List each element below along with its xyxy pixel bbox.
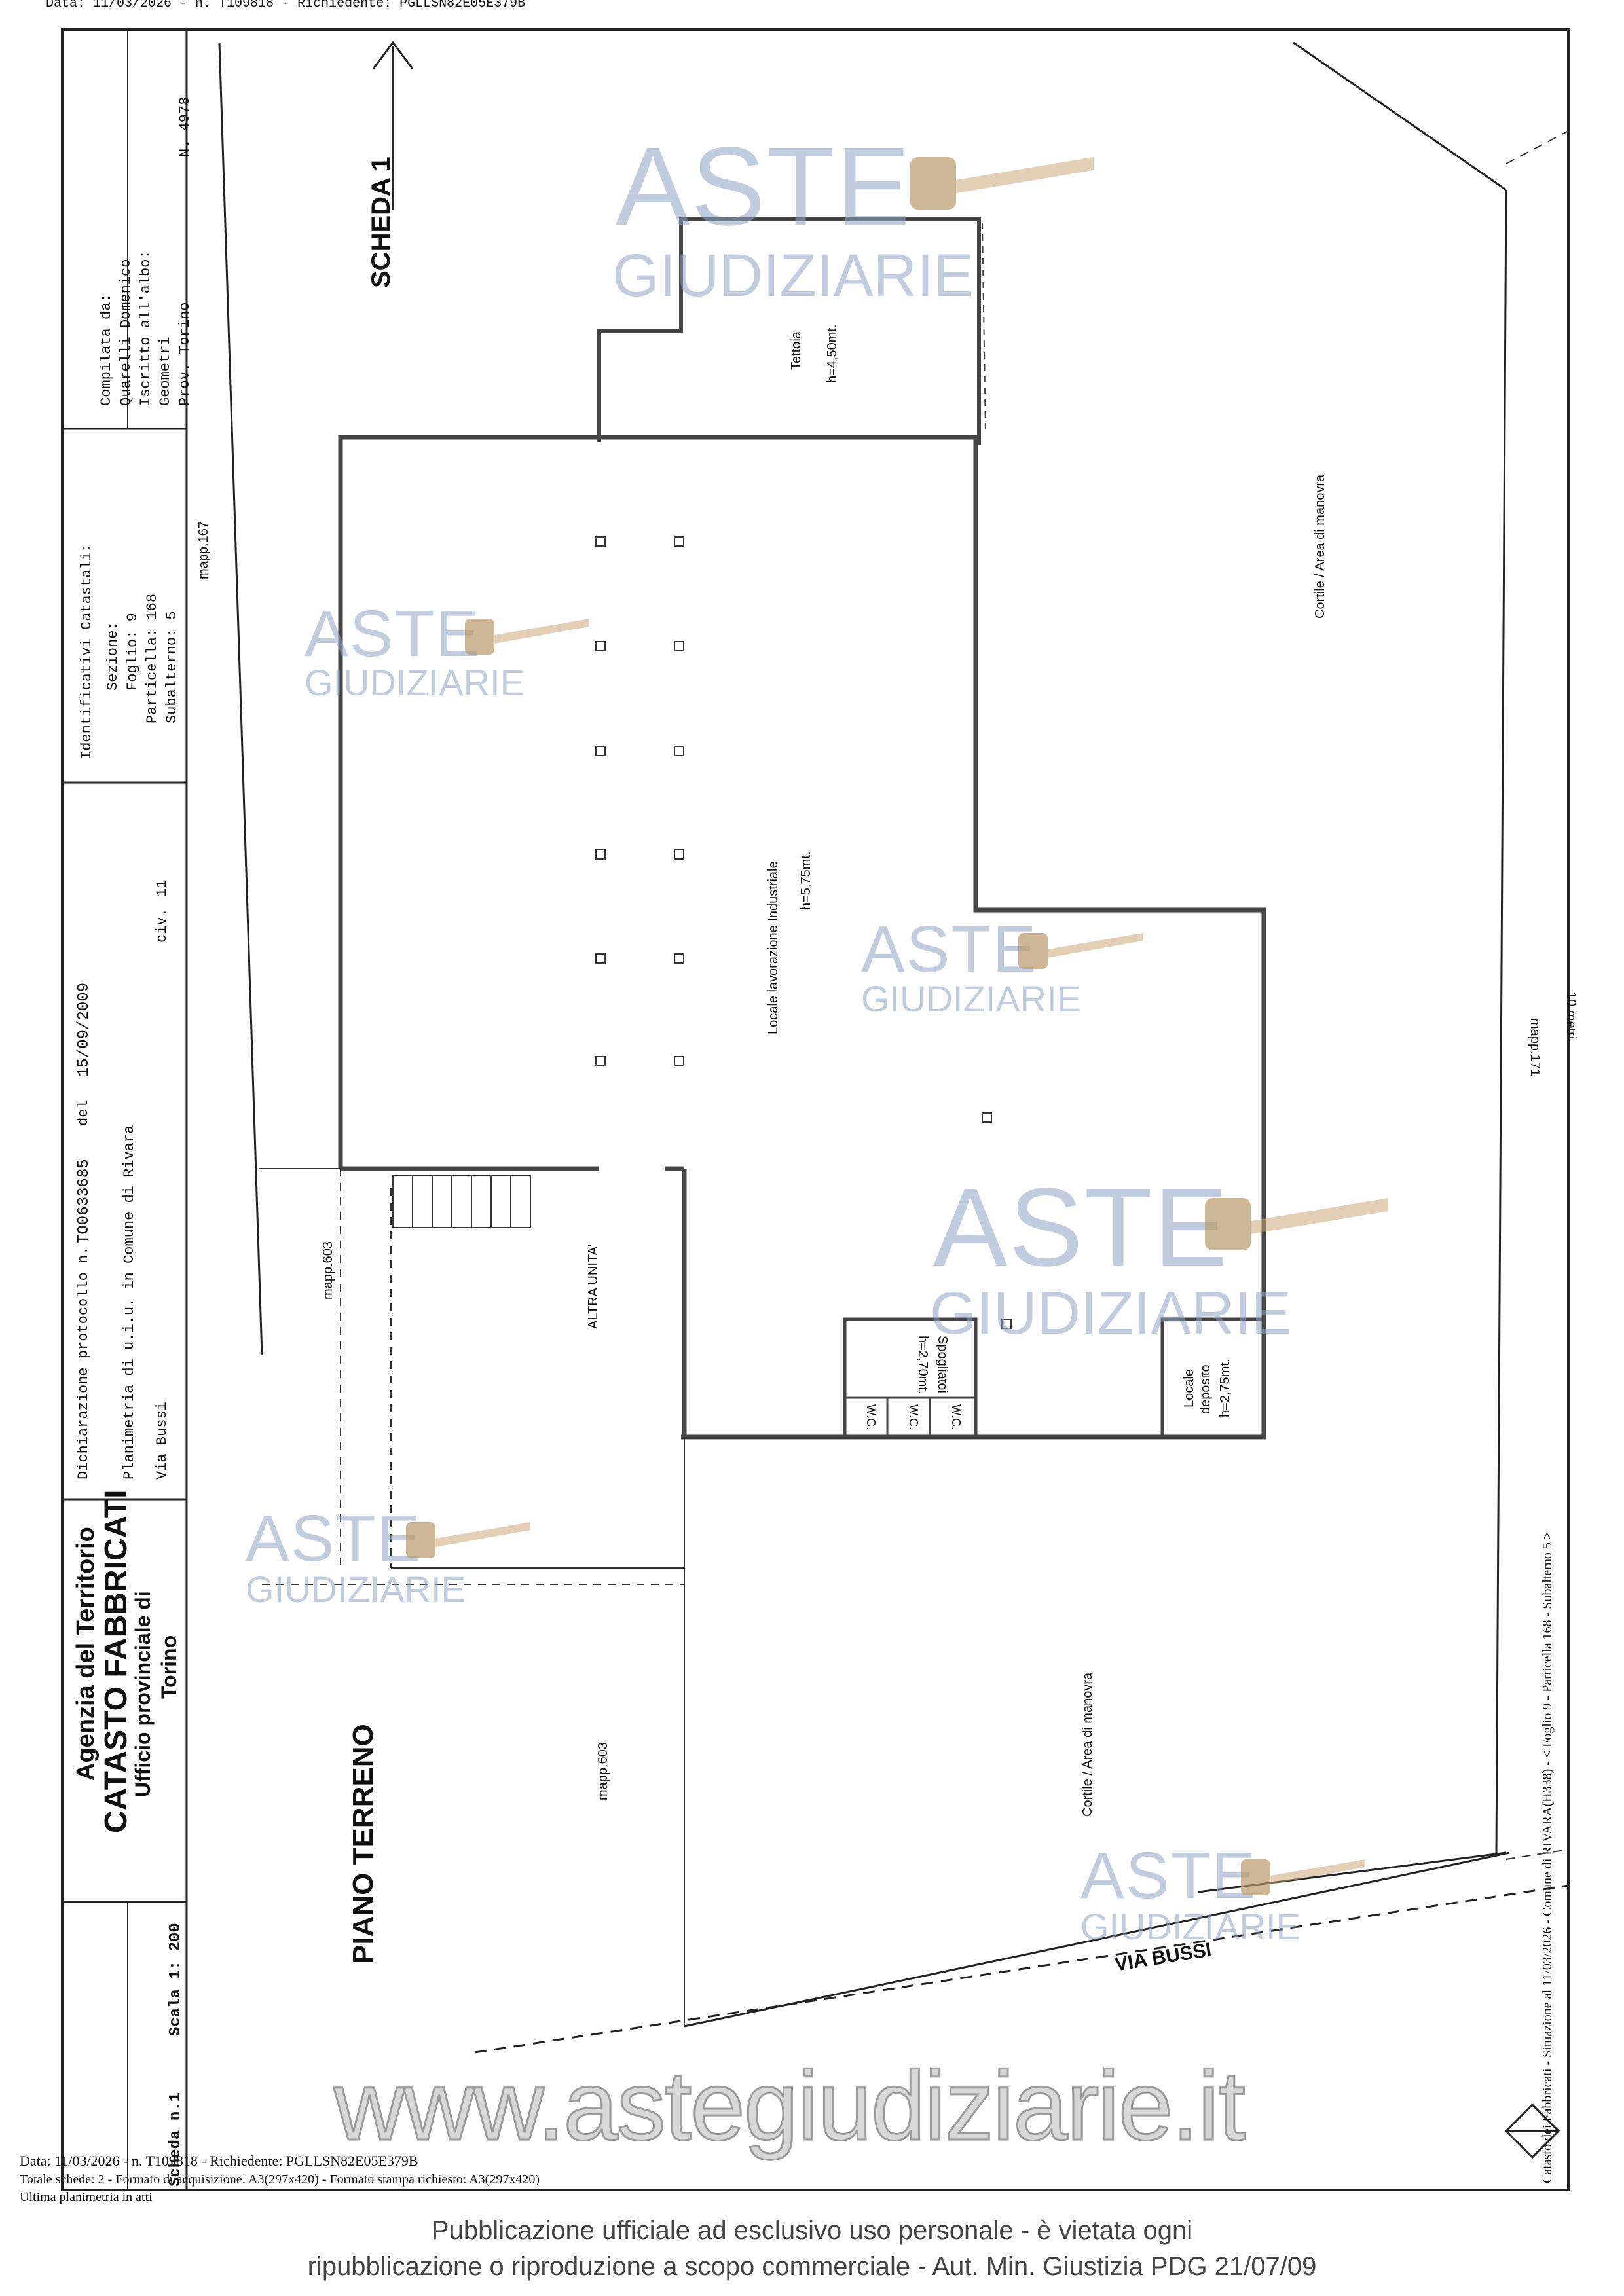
agency-name-line2: CATASTO FABBRICATI (99, 1489, 134, 1833)
agency-name-line1: Agenzia del Territorio (72, 1527, 100, 1781)
scale-bar-label: 10 metri (1564, 992, 1578, 1040)
other-unit-label: ALTRA UNITA' (586, 1244, 600, 1329)
scheda-title: SCHEDA 1 (367, 156, 396, 288)
wc-label-3: W.C. (950, 1404, 963, 1430)
watermark-giudiziarie-4: GIUDIZIARIE (930, 1280, 1292, 1347)
identifiers-title: Identificativi Catastali: (79, 543, 95, 759)
main-room-label: Locale lavorazione Industriale (766, 861, 781, 1034)
planimetry-label: Planimetria di u.i.u. in Comune di Rivar… (121, 1125, 138, 1480)
identifier-subalterno: Subalterno: 5 (164, 611, 180, 723)
watermark-aste-6: ASTE (1080, 1839, 1257, 1912)
storage-room-label-2: deposito (1198, 1364, 1213, 1414)
courtyard-label-top: Cortile / Area di manovra (1313, 474, 1327, 619)
main-room-height: h=5,75mt. (799, 851, 813, 910)
mapp-167-label: mapp.167 (196, 521, 211, 579)
hammer-icon-4 (1205, 1198, 1388, 1250)
hammer-icon-6 (1241, 1859, 1365, 1895)
website-watermark: www.astegiudiziarie.it (333, 2050, 1247, 2162)
footer-request-line: Data: 11/03/2026 - n. T109818 - Richiede… (20, 2153, 418, 2169)
watermark-aste-4: ASTE (933, 1165, 1230, 1290)
compiled-by-label: Compilata da: (98, 293, 115, 406)
storage-room-height: h=2,75mt. (1218, 1358, 1232, 1417)
scale-label: Scala 1: 200 (167, 1923, 185, 2036)
watermark-giudiziarie-2: GIUDIZIARIE (304, 662, 525, 703)
publication-notice-line1: Pubblicazione ufficiale ad esclusivo uso… (431, 2216, 1193, 2245)
floor-title: PIANO TERRENO (347, 1724, 379, 1964)
protocol-date: 15/09/2009 (75, 982, 93, 1077)
tettoia-label: Tettoia (789, 331, 803, 370)
watermark-giudiziarie-6: GIUDIZIARIE (1080, 1906, 1301, 1947)
wc-label-1: W.C. (864, 1404, 877, 1430)
identifier-foglio: Foglio: 9 (124, 613, 141, 691)
civ-label: civ. (154, 908, 170, 943)
watermark-aste-3: ASTE (861, 913, 1038, 986)
mapp-603-label-top: mapp.603 (321, 1241, 335, 1300)
agency-name-line3: Ufficio provinciale di (131, 1591, 155, 1797)
street-label: Via Bussi (154, 1402, 170, 1480)
watermark-giudiziarie-3: GIUDIZIARIE (861, 978, 1082, 1019)
wc-label-2: W.C. (907, 1404, 920, 1430)
albo-value: Geometri (157, 337, 174, 406)
publication-notice-line2: ripubblicazione o riproduzione a scopo c… (307, 2252, 1317, 2281)
watermark-giudiziarie-5: GIUDIZIARIE (246, 1569, 466, 1610)
watermark-aste-1: ASTE (616, 124, 912, 249)
footer-last-plan-line: Ultima planimetria in atti (20, 2190, 153, 2204)
side-cadastral-strip: Catasto dei Fabbricati - Situazione al 1… (1540, 1531, 1555, 2183)
sheet-frame (61, 28, 1570, 2191)
identifier-particella: Particella: 168 (144, 593, 160, 723)
hammer-icon-5 (406, 1522, 530, 1558)
courtyard-label-bottom: Cortile / Area di manovra (1080, 1672, 1095, 1817)
province-label: Prov. Torino (177, 302, 193, 406)
hammer-icon-2 (465, 619, 589, 655)
protocol-del: del (75, 1100, 92, 1126)
albo-label: Iscritto all'albo: (138, 250, 154, 406)
hammer-icon-1 (910, 157, 1094, 210)
agency-name-line4: Torino (157, 1635, 181, 1699)
civ-number: 11 (154, 879, 170, 897)
watermark-aste-2: ASTE (304, 597, 481, 670)
watermark-giudiziarie-1: GIUDIZIARIE (612, 242, 974, 309)
pillars (595, 536, 1012, 1329)
footer-format-line: Totale schede: 2 - Formato di acquisizio… (20, 2172, 540, 2187)
compiler-name: Quarelli Domenico (118, 259, 134, 406)
identifier-sezione: Sezione: (105, 621, 121, 691)
registration-number: N. 4978 (177, 96, 193, 157)
top-header-strip: Data: 11/03/2026 - n. T109818 - Richiede… (46, 0, 526, 11)
declaration-label: Dichiarazione protocollo n. (75, 1246, 92, 1480)
watermark-aste-5: ASTE (246, 1502, 422, 1575)
mapp-603-label-bottom: mapp.603 (596, 1742, 610, 1800)
hammer-icon-3 (1018, 933, 1143, 969)
tettoia-height: h=4,50mt. (825, 324, 840, 383)
storage-room-label: Locale (1182, 1369, 1196, 1408)
mapp-171-label: mapp.171 (1528, 1018, 1542, 1076)
compass-icon (1504, 2103, 1560, 2159)
protocol-number: TO0633685 (75, 1159, 93, 1244)
changing-room-height: h=2,70mt. (915, 1336, 930, 1394)
